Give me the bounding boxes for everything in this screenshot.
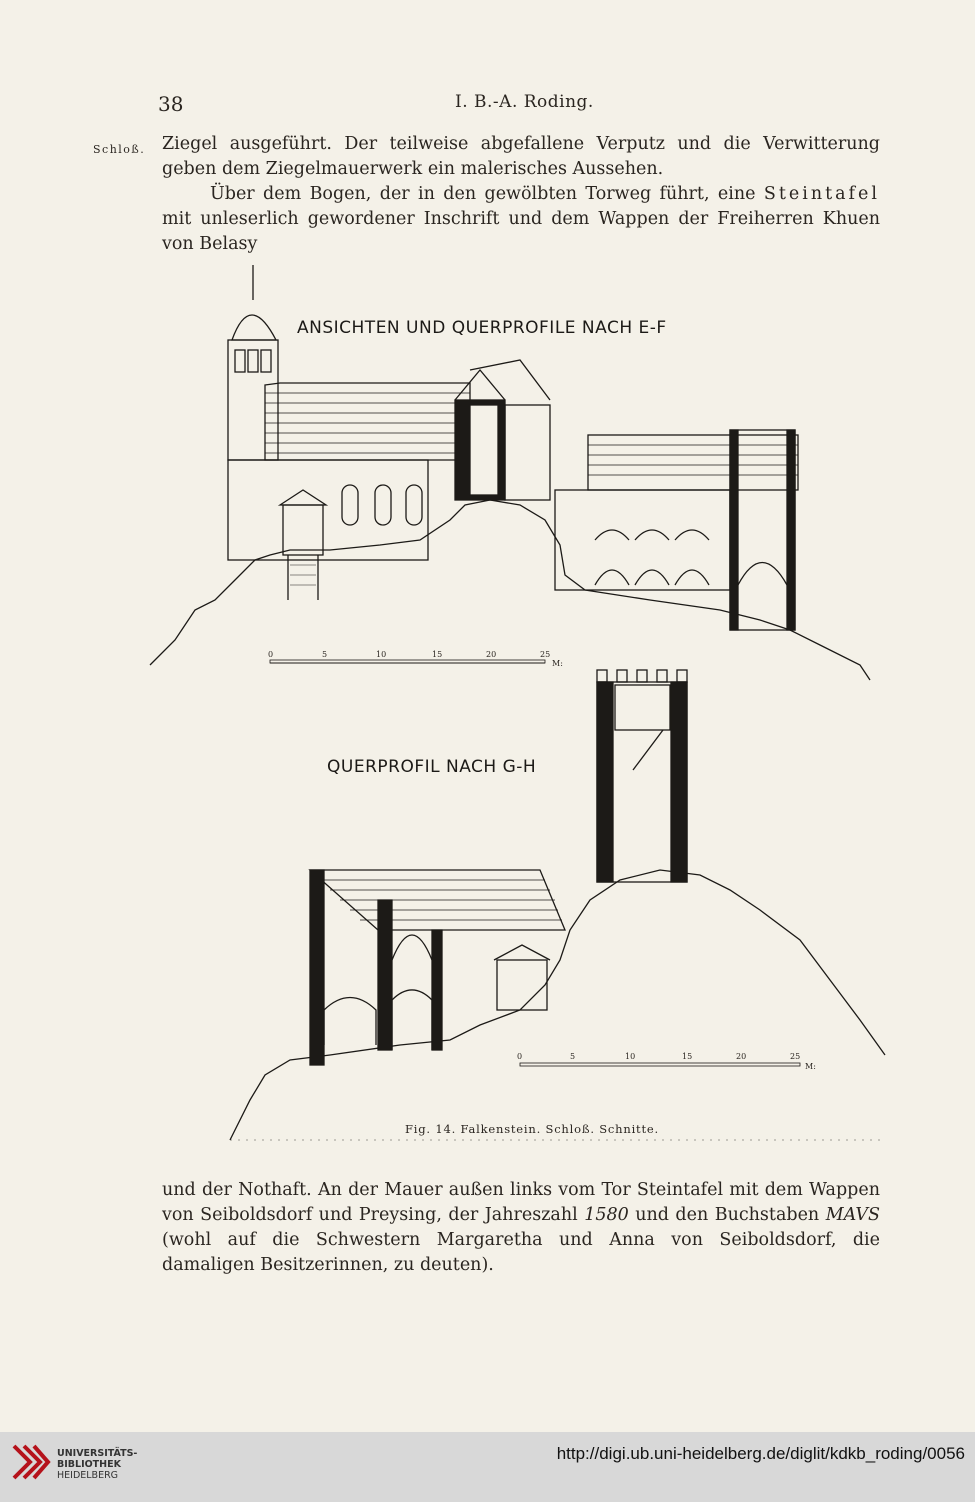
paragraph-3-year: 1580	[584, 1205, 629, 1225]
viewer-footer: UNIVERSITÄTS- BIBLIOTHEK HEIDELBERG http…	[0, 1432, 975, 1502]
figure-title-bottom: QUERPROFIL NACH G-H	[327, 757, 537, 777]
book-page: 38 I. B.-A. Roding. Schloß. Ziegel ausge…	[93, 92, 886, 1278]
scale-unit: M:	[805, 1062, 816, 1071]
figure-title-top: ANSICHTEN UND QUERPROFILE NACH E-F	[297, 318, 667, 338]
paragraph-3: und der Nothaft. An der Mauer außen link…	[162, 1178, 880, 1278]
paragraph-2: Über dem Bogen, der in den gewölbten Tor…	[162, 182, 880, 257]
scale-label: 10	[376, 650, 387, 659]
figure-caption: Fig. 14. Falkenstein. Schloß. Schnitte.	[405, 1122, 659, 1136]
margin-note: Schloß.	[93, 143, 146, 156]
logo-line-2: BIBLIOTHEK	[57, 1459, 121, 1470]
paragraph-3-text-b: und den Buchstaben	[628, 1205, 826, 1225]
library-logo-text: UNIVERSITÄTS- BIBLIOTHEK HEIDELBERG	[57, 1448, 137, 1481]
scale-label: 25	[540, 650, 551, 659]
permalink-url[interactable]: http://digi.ub.uni-heidelberg.de/diglit/…	[556, 1444, 965, 1463]
scale-label: 25	[790, 1052, 801, 1061]
page-number: 38	[158, 92, 184, 116]
scale-label: 5	[570, 1052, 576, 1061]
paragraph-3-letters: MAVS	[825, 1205, 880, 1225]
logo-line-1: UNIVERSITÄTS-	[57, 1448, 138, 1459]
scale-label: 5	[322, 650, 328, 659]
paragraph-3-text-c: (wohl auf die Schwestern Margaretha und …	[162, 1230, 880, 1275]
scale-label: 0	[268, 650, 274, 659]
scale-label: 10	[625, 1052, 636, 1061]
scale-label: 15	[432, 650, 443, 659]
running-title: I. B.-A. Roding.	[455, 92, 594, 112]
logo-line-3: HEIDELBERG	[57, 1470, 119, 1481]
paragraph-1: Ziegel ausgeführt. Der teilweise abgefal…	[162, 134, 880, 179]
scale-label: 20	[736, 1052, 747, 1061]
scale-unit: M:	[552, 659, 563, 668]
paragraph-2-spaced-word: Steintafel	[763, 184, 880, 204]
library-logo-icon	[12, 1444, 51, 1480]
scale-label: 0	[517, 1052, 523, 1061]
scale-label: 20	[486, 650, 497, 659]
paragraph-3-text-a: und der Nothaft. An der Mauer außen link…	[162, 1180, 880, 1225]
castle-section-drawing	[149, 265, 886, 1141]
paragraph-2-text-a: Über dem Bogen, der in den gewölbten Tor…	[210, 184, 764, 204]
scale-label: 15	[682, 1052, 693, 1061]
paragraph-2-text-b: mit unleserlich gewordener Inschrift und…	[162, 209, 880, 254]
